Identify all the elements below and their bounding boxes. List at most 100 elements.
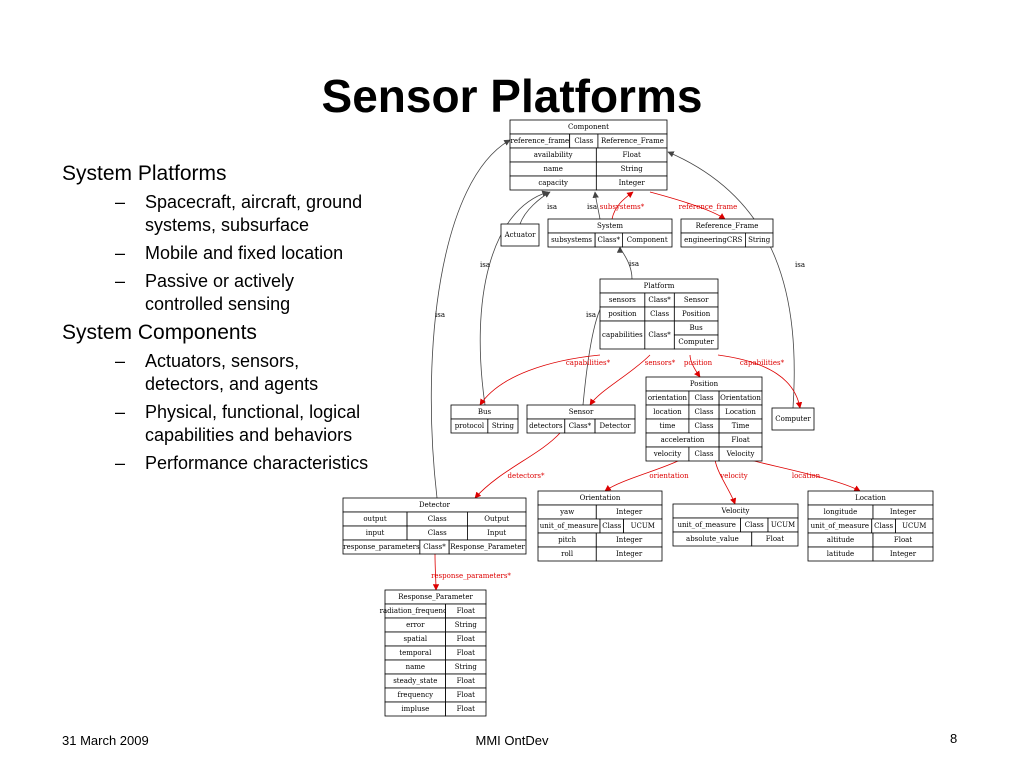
cell-value: Response_Parameter [450,543,525,551]
cell-value: Float [623,151,641,159]
edge-label: response_parameters* [431,572,511,580]
cell-attribute: availability [534,151,573,159]
cell-attribute: roll [561,550,574,558]
cell-attribute: spatial [403,635,427,643]
cell-value: Float [766,535,784,543]
sub-bullet: –Spacecraft, aircraft, ground systems, s… [115,192,363,235]
cell-attribute: impluse [401,705,429,713]
cell-value: Float [457,635,475,643]
edge-velocity: velocity [714,459,748,505]
cell-value: String [748,236,771,244]
cell-attribute: altitude [827,536,854,544]
cell-value: Time [732,422,750,430]
edge-label: isa [586,311,596,319]
cell-attribute: subsystems [551,236,592,244]
cell-attribute: orientation [648,394,688,402]
edge-isa: isa [430,139,511,499]
node-title: Response_Parameter [398,593,473,601]
node-title: Sensor [569,408,594,416]
edge-label: capabilities* [740,359,785,367]
node-velocity: Velocity unit_of_measure Class UCUM absolute… [672,503,799,547]
node-title: Position [690,380,719,388]
cell-attribute: absolute_value [686,535,739,543]
cell-attribute: time [660,422,676,430]
footer-center: MMI OntDev [475,733,549,748]
edge-isa: isa [667,151,805,409]
edge-label: isa [435,311,445,319]
cell-value: String [621,165,644,173]
cell-value: Class [428,515,447,523]
edge-location: location [749,459,861,492]
cell-value: Class* [648,331,671,339]
edge-label: sensors* [645,359,676,367]
cell-value: Class* [569,422,592,430]
cell-value: Output [484,515,509,523]
edge-isa: isa [479,190,549,406]
edge-isa: isa [616,246,639,280]
node-title: Location [855,494,886,502]
cell-attribute: acceleration [661,436,705,444]
cell-value: Float [894,536,912,544]
edge-sensors: sensors* [589,354,676,406]
edge-detectors: detectors* [474,432,561,499]
edge-label: velocity [719,472,748,480]
cell-value: Float [457,691,475,699]
sub-bullet: –Passive or actively controlled sensing [115,271,295,314]
cell-attribute: steady_state [393,677,437,685]
cell-attribute: position [608,310,637,318]
cell-value: Input [487,529,506,537]
cell-attribute: detectors [529,422,563,430]
cell-attribute: temporal [399,649,432,657]
cell-attribute: longitude [824,508,858,516]
sub-bullet: –Physical, functional, logical capabilit… [115,402,361,445]
node-title: System [597,222,623,230]
edge-orientation: orientation [604,459,689,492]
cell-attribute: unit_of_measure [811,522,869,530]
cell-attribute: yaw [559,508,574,516]
cell-attribute: capacity [538,179,568,187]
cell-value: UCUM [902,522,926,530]
cell-value: Class [695,408,714,416]
edge-label: isa [587,203,597,211]
cell-value: Class [428,529,447,537]
node-computer: Computer [771,407,815,431]
cell-value: Integer [619,179,646,187]
node-title: Velocity [721,507,750,515]
cell-attribute: response_parameters [343,543,420,551]
edge-response-parameters: response_parameters* [431,553,511,591]
bullet-system-components: System Components [62,321,257,344]
cell-value: Reference_Frame [601,137,664,145]
cell-attribute: unit_of_measure [678,521,736,529]
page-number: 8 [950,731,958,746]
cell-attribute: pitch [558,536,576,544]
bullet-system-platforms: System Platforms [62,162,227,185]
cell-value: Class* [423,543,446,551]
cell-value: UCUM [771,521,795,529]
cell-attribute: radiation_frequency [380,607,451,615]
slide-title: Sensor Platforms [321,70,703,122]
cell-value: Integer [616,536,643,544]
node-title: Computer [775,415,811,423]
cell-value: Class [695,450,714,458]
node-title: Platform [644,282,675,290]
cell-attribute: name [543,165,562,173]
cell-value: Class [602,522,621,530]
cell-attribute: engineeringCRS [684,236,742,244]
cell-value: Float [457,705,475,713]
edge-label: isa [629,260,639,268]
edge-label: detectors* [508,472,545,480]
edge-label: isa [480,261,490,269]
cell-value: Class [745,521,764,529]
edge-label: location [792,472,821,480]
cell-value: Integer [890,550,917,558]
edge-isa: isa [519,191,557,225]
cell-value: String [455,621,478,629]
edge-reference-frame: reference_frame [649,191,737,220]
edge-isa: isa [587,191,601,220]
